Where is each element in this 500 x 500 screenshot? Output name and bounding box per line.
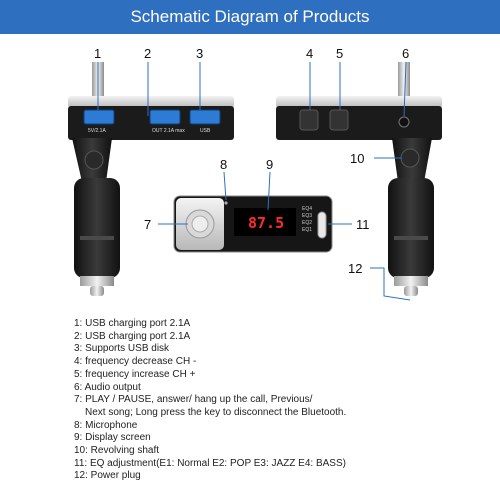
legend-item-9: 9: Display screen <box>74 432 151 444</box>
left-plug-collar <box>80 276 114 286</box>
callout-3: 3 <box>196 46 203 61</box>
legend-item-4: 4: frequency decrease CH - <box>74 356 197 368</box>
callout-numbers: 1 2 3 4 5 6 7 8 9 10 11 12 <box>94 46 409 276</box>
eq-label-4: EQ4 <box>302 206 312 212</box>
legend-item-2: 2: USB charging port 2.1A <box>74 330 191 342</box>
title-banner: Schematic Diagram of Products <box>0 0 500 34</box>
eq-label-3: EQ3 <box>302 213 312 219</box>
callout-10: 10 <box>350 151 364 166</box>
callout-line-12 <box>370 267 411 301</box>
legend-item-12: 12: Power plug <box>74 470 141 482</box>
right-plug-rib <box>394 236 428 240</box>
microphone-hole <box>224 201 228 205</box>
usb-port-2 <box>149 109 181 125</box>
left-head-top <box>68 96 234 108</box>
ch-plus-button <box>329 109 349 131</box>
left-device: 5V/2.1A OUT 2.1A max USB <box>68 62 234 296</box>
callout-12: 12 <box>348 261 362 276</box>
display-value: 87.5 <box>248 214 284 232</box>
port-label-3: USB <box>200 128 211 134</box>
audio-jack <box>398 116 410 128</box>
legend-item-3: 3: Supports USB disk <box>74 343 170 355</box>
left-plug-rib <box>80 236 114 240</box>
legend-item-11: 11: EQ adjustment(E1: Normal E2: POP E3:… <box>74 457 346 469</box>
left-plug-body <box>74 178 120 278</box>
legend-item-5: 5: frequency increase CH + <box>74 368 196 380</box>
play-pause-inner <box>191 215 209 233</box>
callout-6: 6 <box>402 46 409 61</box>
right-head-top <box>276 96 442 108</box>
center-device: 87.5 EQ4 EQ3 EQ2 EQ1 <box>173 195 333 253</box>
usb-port-1 <box>83 109 115 125</box>
legend-item-1: 1: USB charging port 2.1A <box>74 318 191 329</box>
eq-label-2: EQ2 <box>302 220 312 226</box>
callout-7: 7 <box>144 217 151 232</box>
product-diagram: 5V/2.1A OUT 2.1A max USB 87.5 EQ4 EQ3 <box>68 46 442 301</box>
right-shaft <box>398 62 410 98</box>
port-label-2: OUT 2.1A max <box>152 128 185 134</box>
port-label-1: 5V/2.1A <box>88 128 106 134</box>
display-screen <box>234 208 296 236</box>
right-plug-tip <box>404 286 418 296</box>
left-joint <box>84 150 104 170</box>
callout-lines <box>97 61 411 301</box>
callout-8: 8 <box>220 157 227 172</box>
callout-line-8 <box>223 171 227 201</box>
usb-port-3 <box>189 109 221 125</box>
eq-button <box>317 211 327 239</box>
legend-item-8: 8: Microphone <box>74 419 138 431</box>
callout-2: 2 <box>144 46 151 61</box>
right-plug-collar <box>394 276 428 286</box>
ch-minus-button <box>299 109 319 131</box>
callout-5: 5 <box>336 46 343 61</box>
callout-line-9 <box>267 171 271 211</box>
right-device <box>276 62 442 296</box>
callout-9: 9 <box>266 157 273 172</box>
legend-list: 1: USB charging port 2.1A 2: USB chargin… <box>74 318 494 483</box>
callout-1: 1 <box>94 46 101 61</box>
right-plug-body <box>388 178 434 278</box>
revolving-shaft-knob <box>400 148 420 168</box>
eq-label-1: EQ1 <box>302 227 312 233</box>
page-title: Schematic Diagram of Products <box>130 7 370 26</box>
legend-item-6: 6: Audio output <box>74 381 141 393</box>
legend-item-10: 10: Revolving shaft <box>74 445 160 457</box>
callout-4: 4 <box>306 46 313 61</box>
legend-item-7: 7: PLAY / PAUSE, answer/ hang up the cal… <box>74 394 313 406</box>
callout-line-6 <box>403 61 407 117</box>
callout-11: 11 <box>356 217 370 232</box>
left-plug-tip <box>90 286 104 296</box>
legend-item-7-continued: Next song; Long press the key to disconn… <box>85 406 347 418</box>
